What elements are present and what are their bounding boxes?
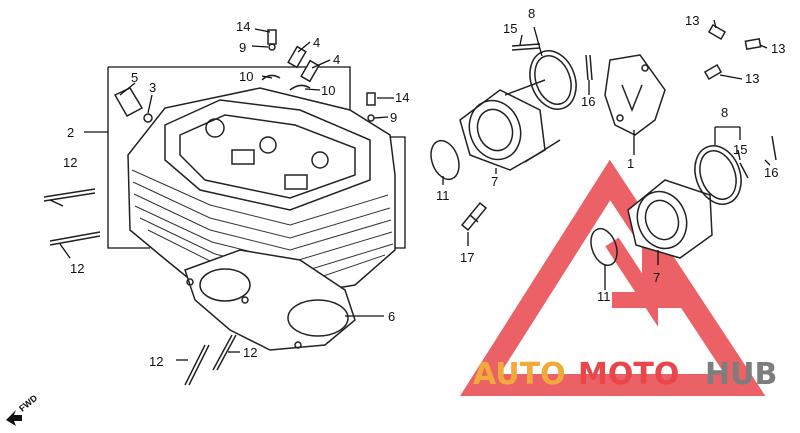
fwd-label: FWD xyxy=(17,392,40,413)
callout-15a: 15 xyxy=(503,21,517,36)
callout-9a: 9 xyxy=(239,40,246,55)
small-parts-top xyxy=(261,29,376,122)
callout-16a: 16 xyxy=(581,94,595,109)
callout-17: 17 xyxy=(460,250,474,265)
callout-7a: 7 xyxy=(491,174,498,189)
studs xyxy=(43,188,237,386)
callout-12d: 12 xyxy=(243,345,257,360)
callout-2: 2 xyxy=(67,125,74,140)
callout-8b: 8 xyxy=(721,105,728,120)
intake-joint-upper xyxy=(459,79,561,171)
callout-15b: 15 xyxy=(733,142,747,157)
arrow-icon xyxy=(6,410,22,426)
callout-3: 3 xyxy=(149,80,156,95)
callout-4b: 4 xyxy=(333,52,340,67)
callout-6: 6 xyxy=(388,309,395,324)
callout-5: 5 xyxy=(131,70,138,85)
callout-4a: 4 xyxy=(313,35,320,50)
callout-labels: 1 2 3 4 4 5 6 7 7 8 8 9 9 10 10 11 11 12… xyxy=(63,6,785,369)
callout-13a: 13 xyxy=(685,13,699,28)
callout-11b: 11 xyxy=(597,289,611,304)
callout-13c: 13 xyxy=(745,71,759,86)
watermark-moto: MOTO xyxy=(578,357,679,392)
watermark-text: AUTO MOTO HUB xyxy=(473,357,777,392)
watermark-hub: HUB xyxy=(705,357,777,392)
callout-12c: 12 xyxy=(149,354,163,369)
callout-11a: 11 xyxy=(436,188,450,203)
callout-8a: 8 xyxy=(528,6,535,21)
spark-plug xyxy=(460,201,488,232)
watermark-auto: AUTO xyxy=(473,357,566,392)
callout-14b: 14 xyxy=(395,90,409,105)
insulator-plate xyxy=(604,54,666,136)
callout-9b: 9 xyxy=(390,110,397,125)
intake-joint-lower xyxy=(627,179,713,259)
watermark-logo xyxy=(459,159,766,396)
leader-lines xyxy=(49,19,771,361)
callout-1: 1 xyxy=(627,156,634,171)
callout-10b: 10 xyxy=(321,83,335,98)
callout-16b: 16 xyxy=(764,165,778,180)
clamps xyxy=(529,50,742,205)
head-gasket xyxy=(184,249,356,351)
callout-10a: 10 xyxy=(239,69,253,84)
o-rings xyxy=(430,139,618,267)
callout-14a: 14 xyxy=(236,19,250,34)
callout-12b: 12 xyxy=(70,261,84,276)
fasteners xyxy=(511,24,777,179)
callout-7b: 7 xyxy=(653,270,660,285)
callout-13b: 13 xyxy=(771,41,785,56)
forward-direction-indicator: FWD xyxy=(6,392,40,426)
callout-12a: 12 xyxy=(63,155,77,170)
